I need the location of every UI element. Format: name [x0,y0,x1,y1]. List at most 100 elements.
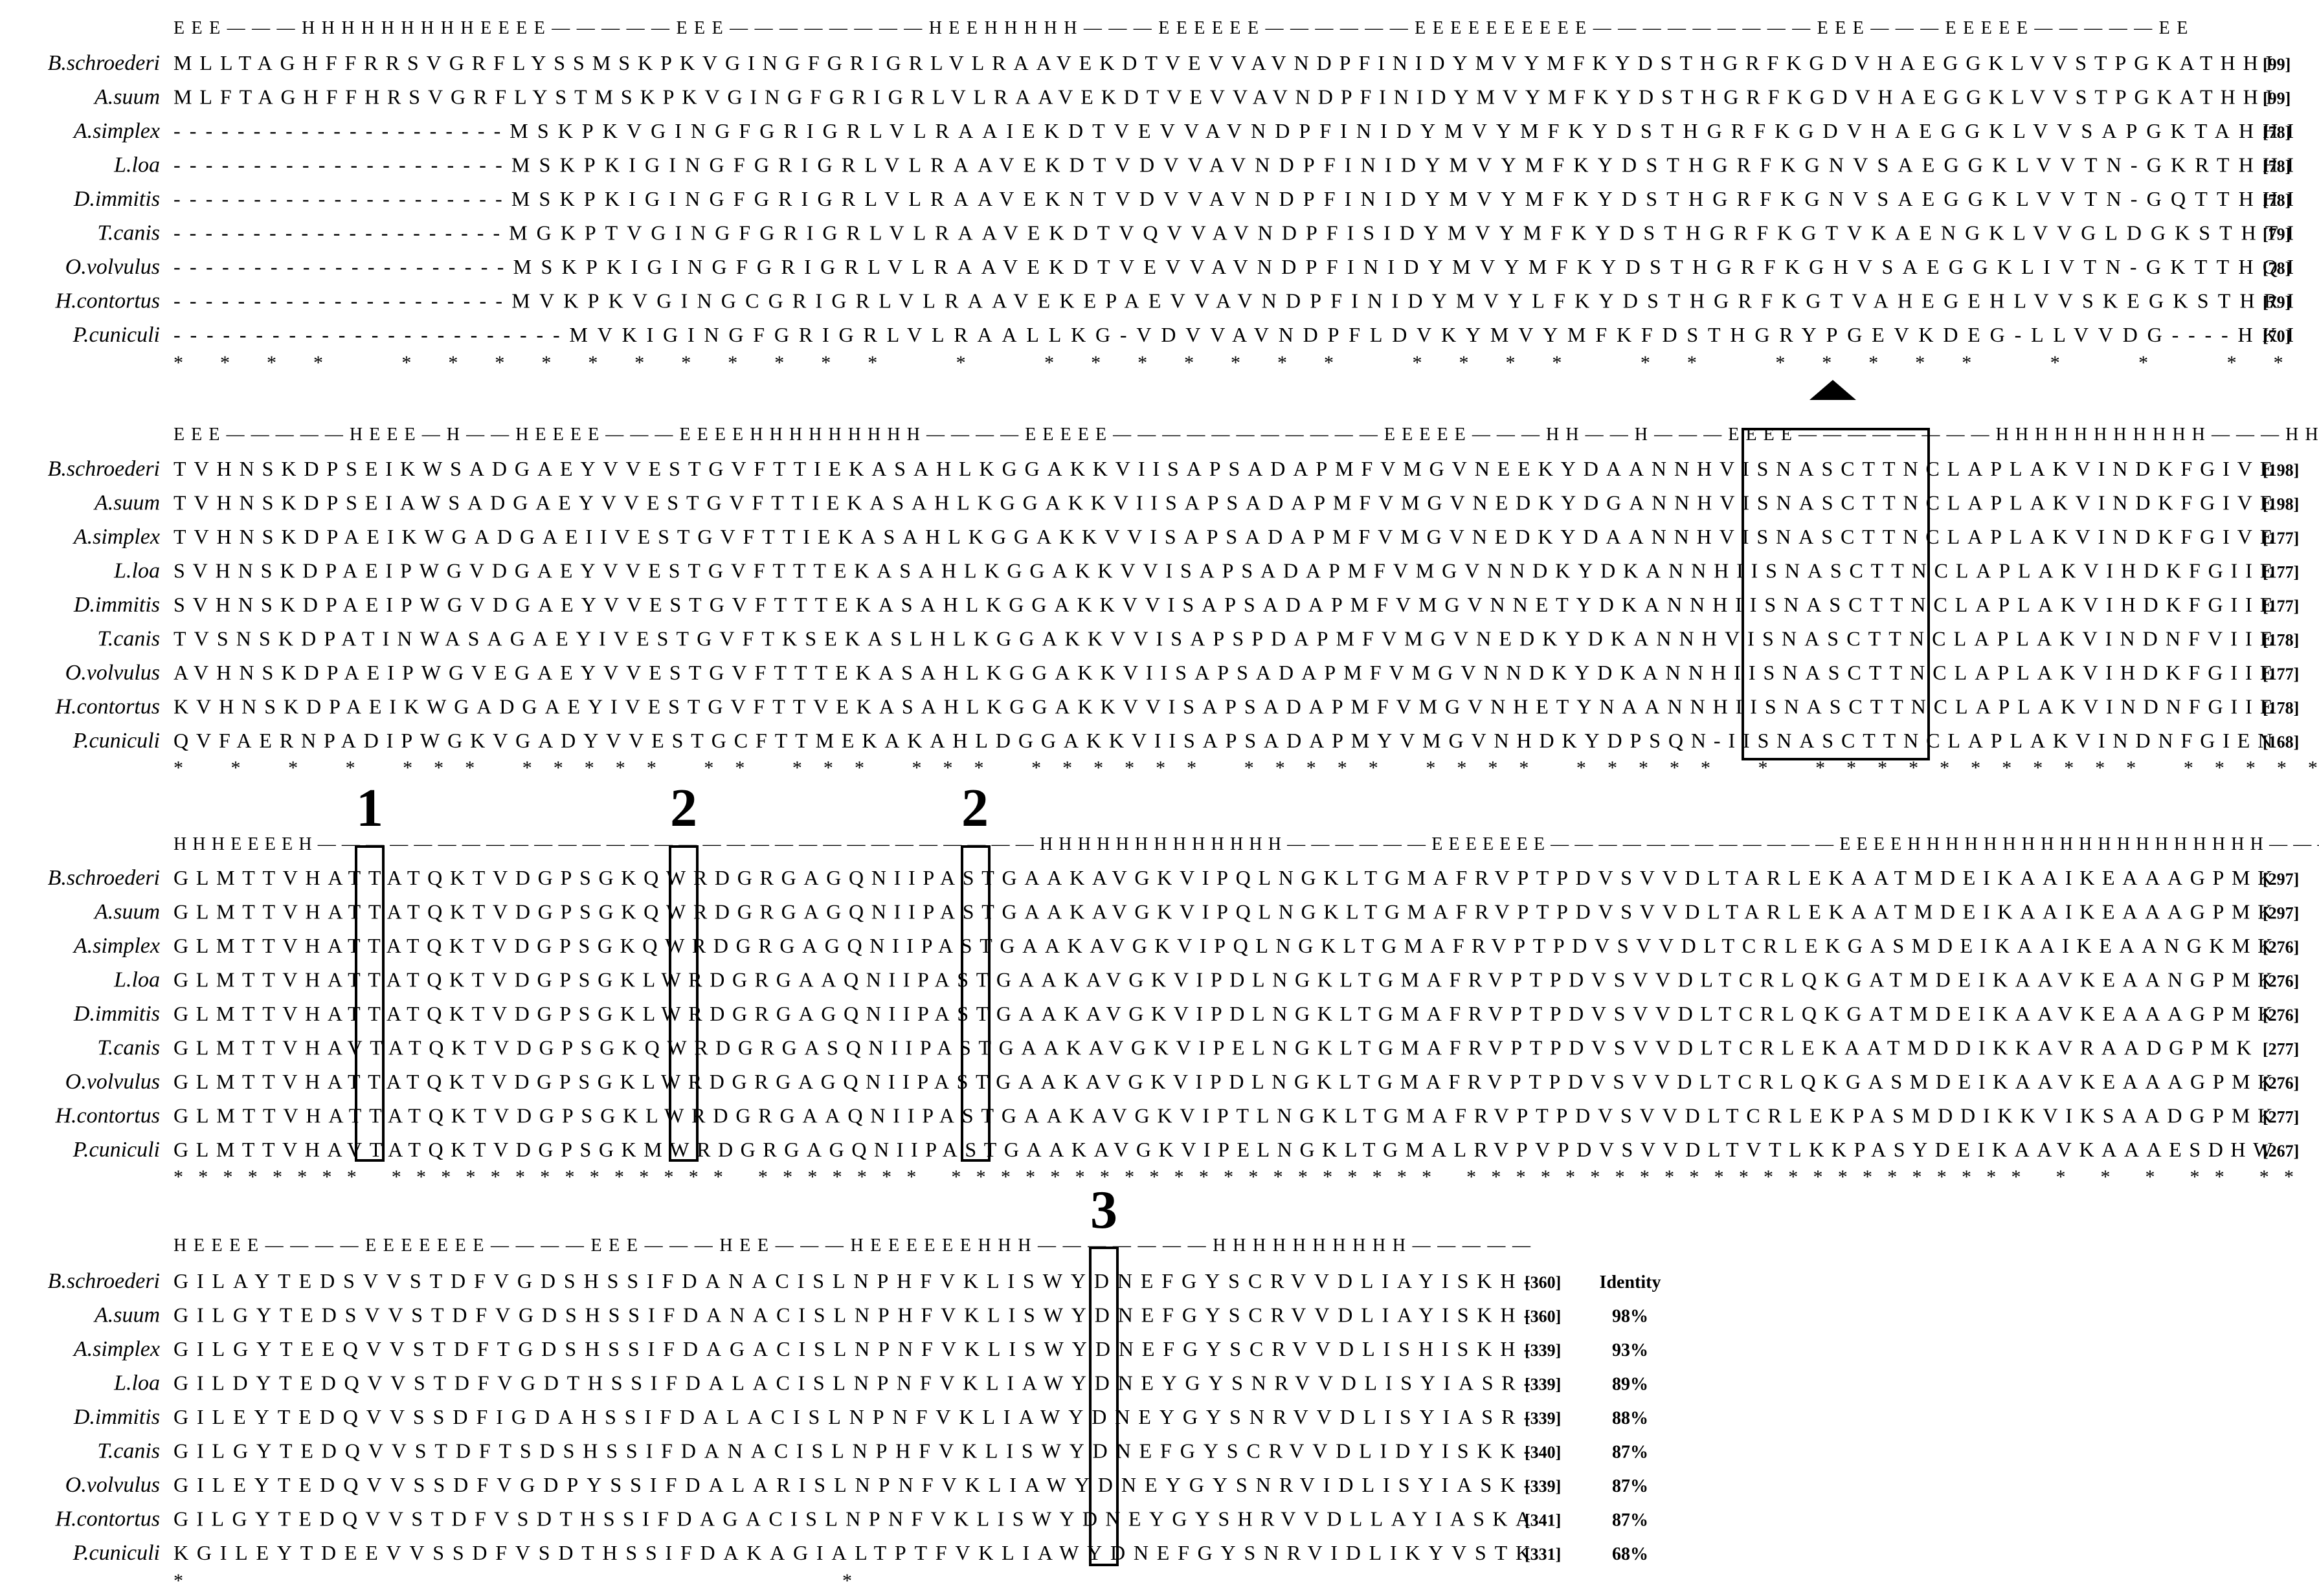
residue-count: [79] [2263,293,2291,312]
species-name: H.contortus [55,1507,161,1531]
residue-count: [339] [1525,1341,1561,1360]
sequence-row: GLMTTVHATTATQKTVDGPSGKLWRDGRGAAQNIIPASTG… [174,1104,2272,1127]
species-name: B.schroederi [48,457,160,481]
species-name: B.schroederi [48,1269,160,1293]
identity-value: 68% [1612,1544,1648,1564]
conservation-stars: ******** ************** ******* ********… [174,1166,2294,1188]
sequence-row: GLMTTVHATTATQKTVDGPSGKLWRDGRGAGQNIIPASTG… [174,1070,2272,1093]
sequence-row: GILGYTEEQVVSTDFTGDSHSSIFDAGACISLNPNFVKLI… [174,1337,1530,1360]
species-name: A.simplex [73,525,160,549]
residue-count: [297] [2263,904,2299,923]
residue-markers: 1 2 2 3 [356,778,1117,1240]
active-site-triangle-icon [1809,380,1856,400]
species-name: L.loa [113,968,160,992]
highlight-boxes [355,380,1930,1566]
residue-2a-box [669,845,699,1162]
residue-count: [198] [2263,495,2299,514]
species-name: P.cuniculi [73,729,160,753]
sequence-row: ---------------------MSKPKVGINGFGRIGRLVL… [174,119,2294,142]
sequence-row: GILGYTEDSVVSTDFVGDSHSSIFDANACISLNPHFVKLI… [174,1303,1530,1327]
species-name: T.canis [97,1439,160,1463]
species-name: D.immitis [73,593,160,617]
residue-count: [78] [2263,259,2291,278]
sequence-row: AVHNSKDPAEIPWGVEGAEYVVESTGVFTTTEKASAHLKG… [174,661,2272,684]
identity-header: Identity [1600,1272,1661,1292]
species-name: P.cuniculi [73,1138,160,1162]
residue-count: [99] [2263,89,2291,108]
residue-count: [99] [2263,55,2291,74]
residue-count: [360] [1525,1307,1561,1326]
residue-count: [178] [2263,699,2299,718]
species-name: O.volvulus [65,1473,160,1497]
species-name: O.volvulus [65,661,160,685]
identity-value: 89% [1612,1375,1648,1395]
residue-count: [341] [1525,1511,1561,1530]
species-name: A.suum [93,491,160,515]
residue-count: [78] [2263,191,2291,210]
sequence-row: ---------------------MSKPKIGINGFGRIGRLVL… [174,255,2294,278]
sequence-row: GILEYTEDQVVSSDFVGDPYSSIFDALARISLNPNFVKLI… [174,1473,1530,1496]
species-name: H.contortus [55,289,161,313]
sequence-row: TVSNSKDPATINWASAGAEYIVESTGVFTKSEKASLHLKG… [174,627,2272,650]
identity-value: 87% [1612,1476,1648,1496]
sequence-row: TVHNSKDPAEIKWGADGAEIIVESTGVFTTIEKASAHLKG… [174,525,2272,548]
species-name: L.loa [113,559,160,583]
residue-count: [276] [2263,1074,2299,1092]
species-name: A.simplex [73,119,160,143]
residue-count: [70] [2263,327,2291,346]
sequence-row: ---------------------MSKPKIGINGFGRIGRLVL… [174,153,2294,177]
species-name: A.simplex [73,1337,160,1361]
sequence-row: GILGYTEDQVVSTDFVSDTHSSIFDAGACISLNPNFVKLI… [174,1507,1530,1531]
residue-count: [178] [2263,631,2299,650]
residue-count: [339] [1525,1375,1561,1394]
sequence-row: TVHNSKDPSEIKWSADGAEYVVESTGVFTTIEKASAHLKG… [174,457,2272,480]
residue-count: [339] [1525,1477,1561,1496]
sequence-row: MLLTAGHFFRRSVGRFLYSSMSKPKVGINGFGRIGRLVLR… [174,51,2272,74]
species-name: A.suum [93,1303,160,1327]
residue-count: [79] [2263,225,2291,244]
species-name: B.schroederi [48,51,160,75]
alignment-block-1: EEE———HHHHHHHHHEEEE—————EEE————————HEEHH… [48,18,2319,373]
sequence-row: GLMTTVHAVTATQKTVDGPSGKMWRDGRGAGQNIIPASTG… [174,1138,2273,1161]
residue-count: [177] [2263,665,2299,683]
sequence-row: KVHNSKDPAEIKWGADGAEYIVESTGVFTTVEKASAHLKG… [174,695,2272,718]
conservation-stars: * * * * *** ***** ** *** *** ****** ****… [174,757,2319,779]
species-name: A.suum [93,85,160,109]
residue-count: [177] [2263,563,2299,582]
identity-value: 93% [1612,1340,1648,1360]
species-name: B.schroederi [48,866,160,890]
marker-3: 3 [1090,1180,1117,1240]
species-name: D.immitis [73,1405,160,1429]
species-name: L.loa [113,153,160,177]
residue-count: [276] [2263,972,2299,991]
sequence-row: ------------------------MVKIGINGFGRIGRLV… [174,323,2294,346]
alignment-block-2: EEE—————HEEE—H——HEEEE———EEEEHHHHHHHHH———… [48,425,2319,779]
residue-count: [360] [1525,1273,1561,1292]
residue-count: [177] [2263,529,2299,548]
species-name: D.immitis [73,187,160,211]
alignment-block-3: HHHEEEEH——————————————————————————————HH… [48,834,2319,1188]
residue-count: [339] [1525,1409,1561,1428]
sequence-row: GLMTTVHATTATQKTVDGPSGKQWRDGRGAGQNIIPASTG… [174,900,2272,924]
species-name: O.volvulus [65,1070,160,1094]
species-name: A.suum [93,900,160,924]
residue-3-box [1089,1247,1119,1566]
species-name: P.cuniculi [73,1541,160,1565]
residue-count: [78] [2263,157,2291,176]
residue-count: [78] [2263,123,2291,142]
residue-count: [276] [2263,938,2299,957]
sequence-row: GILDYTEDQVVSTDFVGDTHSSIFDALACISLNPNFVKLI… [174,1371,1530,1395]
secondary-structure-line: EEE—————HEEE—H——HEEEE———EEEEHHHHHHHHH———… [174,425,2319,445]
sequence-row: GLMTTVHATTATQKTVDGPSGKQWRDGRGAGQNIIPASTG… [174,866,2272,889]
alignment-blocks: EEE———HHHHHHHHHEEEE—————EEE————————HEEHH… [48,18,2319,1591]
sequence-row: GILEYTEDQVVSSDFIGDAHSSIFDALACISLNPNFVKLI… [174,1405,1530,1428]
species-name: L.loa [113,1371,160,1395]
species-name: D.immitis [73,1002,160,1026]
identity-value: 87% [1612,1511,1648,1531]
secondary-structure-line: EEE———HHHHHHHHHEEEE—————EEE————————HEEHH… [174,18,2188,38]
identity-value: 88% [1612,1408,1648,1428]
species-name: O.volvulus [65,255,160,279]
residue-count: [168] [2263,733,2299,751]
residue-count: [340] [1525,1443,1561,1462]
